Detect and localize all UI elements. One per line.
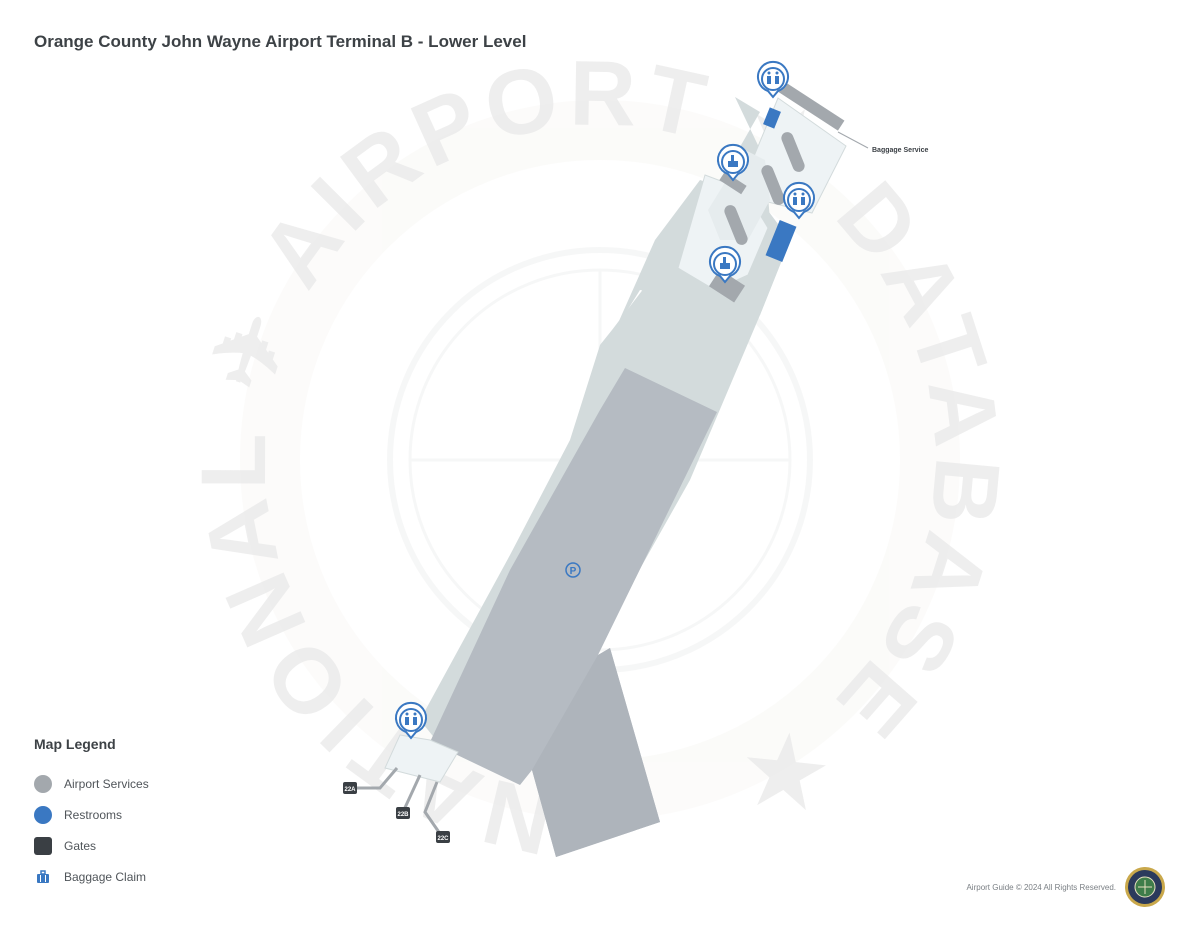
baggage-carousel-2[interactable] — [760, 163, 787, 206]
svg-text:22A: 22A — [344, 787, 356, 793]
baggage-marker-north[interactable] — [717, 143, 749, 182]
service-counter-north — [777, 81, 845, 131]
map-legend: Map Legend Airport Services Restrooms Ga… — [34, 736, 294, 892]
svg-text:22C: 22C — [437, 836, 449, 842]
parking-icon[interactable] — [565, 562, 581, 578]
legend-label: Baggage Claim — [64, 869, 147, 884]
parking-icon-label: P — [570, 566, 577, 577]
gate-22c[interactable]: 22C — [436, 831, 450, 843]
service-counter-south — [708, 269, 746, 303]
page-title: Orange County John Wayne Airport Termina… — [34, 32, 527, 51]
restroom-east[interactable] — [765, 220, 797, 262]
airport-services-swatch — [34, 774, 52, 793]
service-counter-mid — [719, 171, 747, 195]
restroom-north[interactable] — [763, 107, 781, 129]
baggage-carousel-3[interactable] — [723, 203, 750, 246]
restroom-icon — [405, 712, 417, 725]
restroom-icon — [767, 71, 779, 84]
legend-item-restrooms: Restrooms — [34, 799, 294, 830]
baggage-claim-icon — [720, 257, 730, 269]
baggage-claim-icon — [728, 155, 738, 167]
restrooms-swatch — [34, 805, 52, 824]
parking-lower-block — [532, 648, 660, 857]
gate-concourse — [384, 734, 459, 783]
gate-22b[interactable]: 22B — [396, 807, 410, 819]
baggage-service-label: Baggage Service — [872, 147, 929, 154]
restroom-icon — [793, 192, 805, 205]
legend-label: Restrooms — [64, 807, 123, 822]
gate-22a[interactable]: 22A — [343, 782, 357, 794]
baggage-carousel-1[interactable] — [780, 130, 807, 173]
restroom-marker-north[interactable] — [757, 60, 789, 99]
legend-item-baggage-claim: Baggage Claim — [34, 861, 294, 892]
parking-structure[interactable] — [430, 368, 717, 857]
gates-swatch — [34, 836, 52, 855]
baggage-marker-south[interactable] — [709, 245, 741, 284]
restroom-marker-south[interactable] — [395, 701, 427, 740]
restroom-marker-east[interactable] — [783, 181, 815, 220]
airport-database-seal-icon — [1125, 867, 1165, 907]
copyright-text: Airport Guide © 2024 All Rights Reserved… — [966, 883, 1116, 892]
baggage-claim-icon — [34, 868, 52, 886]
legend-label: Gates — [64, 838, 97, 853]
terminal-spine — [708, 150, 770, 240]
baggage-service-leader — [837, 131, 869, 149]
svg-text:22B: 22B — [397, 812, 409, 818]
legend-label: Airport Services — [64, 776, 149, 791]
legend-title: Map Legend — [34, 736, 116, 752]
gate-jetways — [352, 767, 445, 839]
legend-item-airport-services: Airport Services — [34, 768, 294, 799]
legend-item-gates: Gates — [34, 830, 294, 861]
